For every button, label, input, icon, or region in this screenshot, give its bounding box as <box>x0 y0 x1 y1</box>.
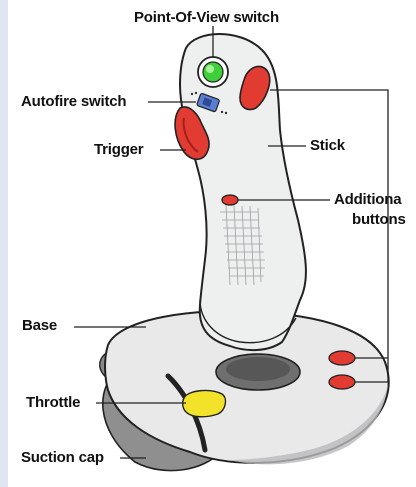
label-pov-switch: Point-Of-View switch <box>134 10 279 26</box>
stick-side-button <box>222 195 238 205</box>
label-additional-buttons-1: Additiona <box>334 192 401 208</box>
pov-switch-highlight <box>206 65 214 73</box>
label-suction-cap: Suction cap <box>21 450 104 466</box>
base-button-upper <box>329 351 355 365</box>
stick-socket-inner <box>226 357 290 381</box>
label-stick: Stick <box>310 138 345 154</box>
label-trigger: Trigger <box>94 142 143 158</box>
throttle-lever <box>183 391 226 417</box>
base-button-lower <box>329 375 355 389</box>
label-autofire-switch: Autofire switch <box>21 94 126 110</box>
pov-switch <box>203 62 223 82</box>
label-base: Base <box>22 318 57 334</box>
label-additional-buttons-2: buttons <box>352 212 406 228</box>
label-throttle: Throttle <box>26 395 80 411</box>
